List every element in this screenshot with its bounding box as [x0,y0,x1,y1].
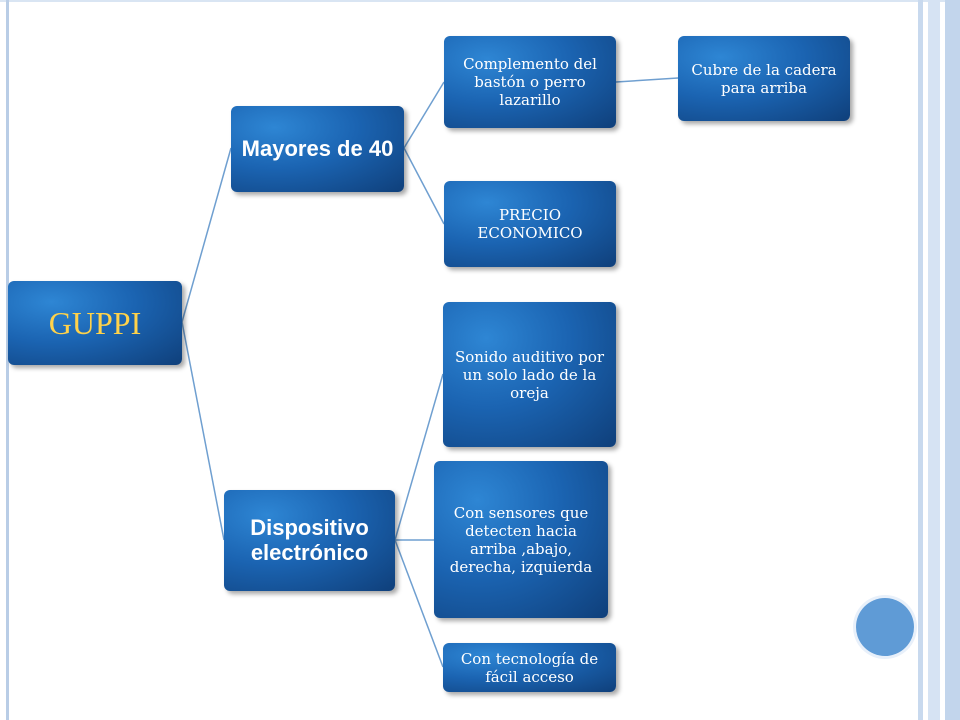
node-precio-economico: PRECIO ECONOMICO [444,181,616,267]
connector-mayores-complemento [403,81,445,149]
node-label: Sonido auditivo por un solo lado de la o… [454,347,605,402]
frame-right-stripe [918,0,923,720]
connector-complemento-cubre [615,77,679,83]
node-tecnologia: Con tecnología de fácil acceso [443,643,616,692]
node-label: Dispositivo electrónico [250,515,369,565]
node-label: Cubre de la cadera para arriba [691,60,837,97]
frame-right-stripe [945,0,960,720]
connector-dispositivo-sonido [394,373,444,541]
node-complemento: Complemento del bastón o perro lazarillo [444,36,616,128]
connector-root-dispositivo [181,321,225,541]
node-label: Con tecnología de fácil acceso [460,649,599,686]
node-label: Con sensores que detecten hacia arriba ,… [449,503,593,576]
connector-mayores-precio [403,147,445,225]
node-sensores: Con sensores que detecten hacia arriba ,… [434,461,608,618]
node-cubre-cadera: Cubre de la cadera para arriba [678,36,850,121]
decorative-circle [856,598,914,656]
node-label: Mayores de 40 [241,135,394,161]
node-root: GUPPI [8,281,182,365]
node-label: Complemento del bastón o perro lazarillo [463,55,597,109]
frame-right-stripe [928,0,940,720]
node-dispositivo-electronico: Dispositivo electrónico [224,490,395,591]
node-mayores-de-40: Mayores de 40 [231,106,404,192]
frame-top-border [0,0,960,2]
node-label: PRECIO ECONOMICO [477,206,583,242]
connector-root-mayores [181,147,232,323]
frame-left-border [6,0,9,720]
node-root-label: GUPPI [48,304,142,341]
connector-dispositivo-tecnologia [394,539,444,668]
node-sonido-auditivo: Sonido auditivo por un solo lado de la o… [443,302,616,447]
